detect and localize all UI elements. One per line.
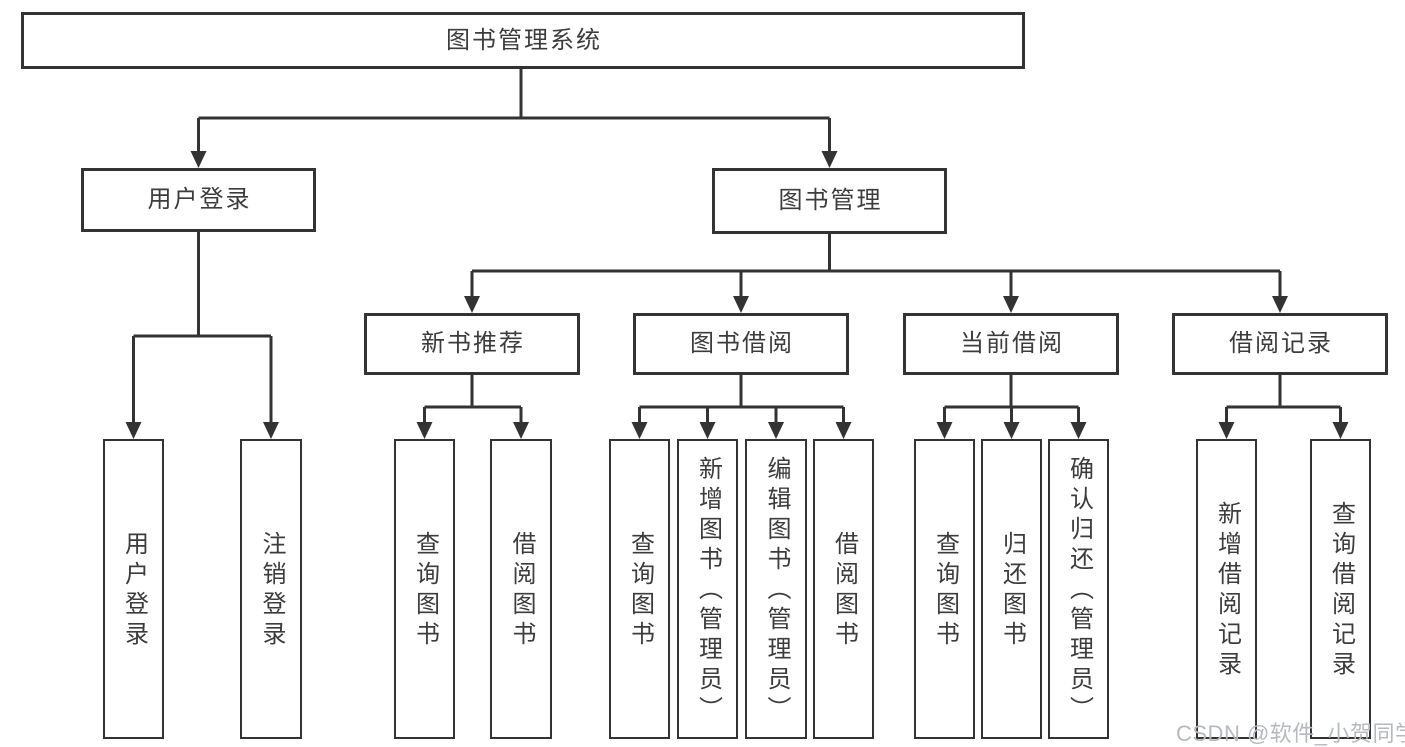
node-root: 图书管理系统 <box>21 12 1025 69</box>
connector-strokes <box>132 69 1342 423</box>
node-borrowing-borrow-books: 借阅图书 <box>813 439 874 739</box>
node-user-login-action: 用户登录 <box>103 439 164 739</box>
node-current-return-books: 归还图书 <box>981 439 1042 739</box>
node-user-login: 用户登录 <box>81 168 316 232</box>
node-recommend-query-books: 查询图书 <box>394 439 455 739</box>
csdn-watermark: CSDN @软件_小贺同学 <box>1176 721 1405 746</box>
node-recommend-borrow-books: 借阅图书 <box>490 439 552 739</box>
node-new-book-recommend: 新书推荐 <box>364 313 580 375</box>
node-records-query-record: 查询借阅记录 <box>1310 439 1371 739</box>
node-current-borrowing: 当前借阅 <box>903 313 1119 375</box>
arrowheads <box>125 151 1349 439</box>
node-records-add-record: 新增借阅记录 <box>1196 439 1257 739</box>
node-borrowing-edit-books-admin: 编辑图书（管理员） <box>745 439 807 739</box>
node-book-management: 图书管理 <box>712 168 947 234</box>
node-book-borrowing: 图书借阅 <box>633 313 849 375</box>
node-current-confirm-return-admin: 确认归还（管理员） <box>1048 439 1109 739</box>
node-borrowing-query-books: 查询图书 <box>609 439 670 739</box>
node-current-query-books: 查询图书 <box>914 439 975 739</box>
node-borrowing-add-books-admin: 新增图书（管理员） <box>677 439 738 739</box>
node-logout-action: 注销登录 <box>240 439 302 739</box>
node-borrowing-records: 借阅记录 <box>1172 313 1388 375</box>
